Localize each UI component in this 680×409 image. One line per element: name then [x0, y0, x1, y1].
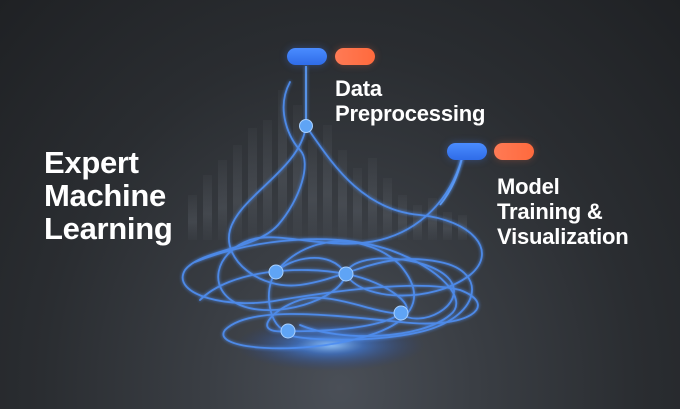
- background-bar: [293, 105, 302, 240]
- callout-pill-blue: [287, 48, 327, 65]
- headline-line: Learning: [44, 211, 173, 246]
- background-bar: [443, 212, 452, 240]
- background-bar: [248, 128, 257, 240]
- callout-pill-orange: [335, 48, 375, 65]
- headline-line: Machine: [44, 178, 166, 213]
- background-bar: [398, 195, 407, 240]
- background-bar: [263, 120, 272, 240]
- label-line: Model: [497, 174, 560, 199]
- background-bar: [218, 160, 227, 240]
- network-connectors: [305, 66, 463, 206]
- headline: Expert Machine Learning: [44, 146, 173, 245]
- background-bar: [278, 90, 287, 240]
- background-bar: [233, 145, 242, 240]
- background-bar: [353, 168, 362, 240]
- network-nodes: [268, 119, 409, 339]
- background-bar: [428, 198, 437, 240]
- network-node: [393, 305, 409, 321]
- network-node: [299, 119, 313, 133]
- background-bar: [338, 150, 347, 240]
- background-bar: [383, 178, 392, 240]
- network-line: [194, 238, 457, 337]
- network-node: [268, 264, 284, 280]
- callout-pill-orange: [494, 143, 534, 160]
- background-bar: [203, 175, 212, 240]
- background-bar: [308, 140, 317, 240]
- connector-line: [439, 157, 463, 206]
- model-training-label: Model Training & Visualization: [497, 174, 629, 249]
- network-node: [280, 323, 296, 339]
- label-line: Data: [335, 76, 382, 101]
- network-line: [228, 125, 473, 341]
- network-node: [338, 266, 354, 282]
- background-bar: [323, 125, 332, 240]
- callout-pill-blue: [447, 143, 487, 160]
- background-bar: [188, 195, 197, 240]
- label-line: Visualization: [497, 224, 629, 249]
- headline-line: Expert: [44, 145, 139, 180]
- network-line: [217, 157, 463, 320]
- data-preprocessing-label: Data Preprocessing: [335, 76, 485, 126]
- label-line: Training &: [497, 199, 603, 224]
- label-line: Preprocessing: [335, 101, 486, 126]
